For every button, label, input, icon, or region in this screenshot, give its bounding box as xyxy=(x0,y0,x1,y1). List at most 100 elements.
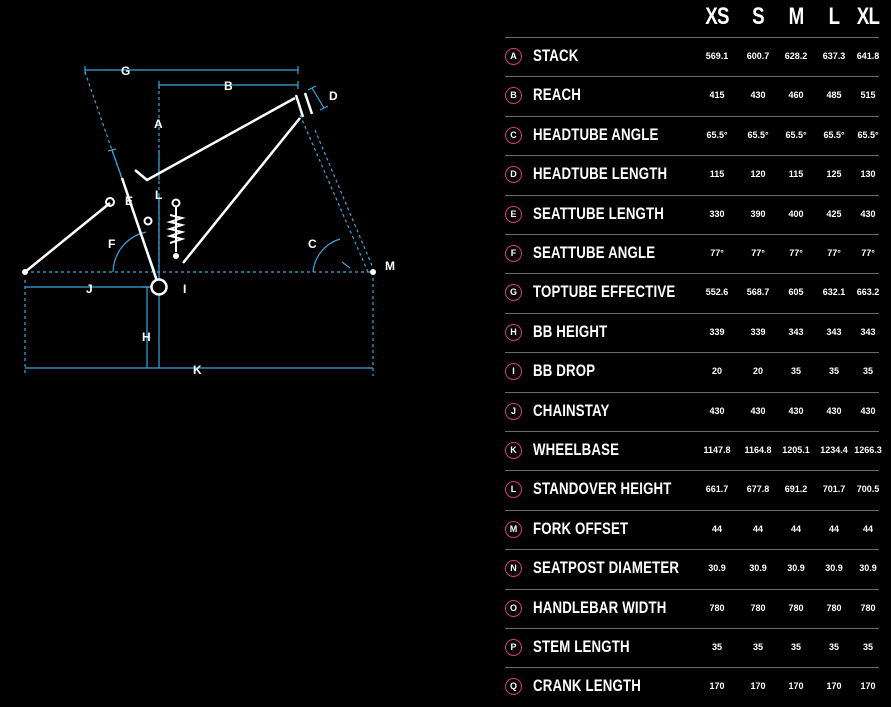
row-value: 677.8 xyxy=(746,484,770,495)
row-value: 460 xyxy=(788,90,804,101)
row-value: 130 xyxy=(860,169,876,180)
diagram-label-m: M xyxy=(385,259,395,273)
row-value: 44 xyxy=(862,523,873,534)
row-value: 77° xyxy=(710,248,724,258)
diagram-label-j: J xyxy=(86,282,93,296)
row-value: 430 xyxy=(826,405,842,416)
row-divider xyxy=(505,588,879,590)
row-value: 115 xyxy=(709,169,725,180)
row-label: STACK xyxy=(533,46,579,65)
row-value: 605 xyxy=(788,287,804,298)
row-letter-badge: H xyxy=(505,323,522,341)
size-header-1: S xyxy=(752,3,764,30)
row-value: 35 xyxy=(711,642,722,652)
row-value: 170 xyxy=(826,681,842,692)
diagram-label-h: H xyxy=(142,330,151,344)
row-value: 35 xyxy=(828,642,839,652)
row-divider xyxy=(505,194,879,196)
diagram-label-g: G xyxy=(121,64,130,78)
diagram-label-k: K xyxy=(193,363,202,377)
row-divider xyxy=(505,391,879,393)
row-label: REACH xyxy=(533,85,581,105)
row-letter-badge: I xyxy=(505,363,522,381)
row-value: 77° xyxy=(789,248,803,258)
row-value: 30.9 xyxy=(708,563,726,574)
row-value: 430 xyxy=(750,90,766,101)
row-letter-badge: D xyxy=(505,166,522,184)
row-value: 20 xyxy=(752,366,763,377)
row-label: CRANK LENGTH xyxy=(533,676,641,696)
row-value: 77° xyxy=(827,248,841,258)
diagram-label-l: L xyxy=(155,188,162,202)
diagram-label-f: F xyxy=(108,237,115,251)
row-label: SEATTUBE ANGLE xyxy=(533,243,656,262)
headtube-dim-line xyxy=(311,87,325,109)
row-value: 35 xyxy=(752,642,763,652)
row-letter-badge: P xyxy=(505,639,522,656)
row-value: 780 xyxy=(750,602,766,613)
row-value: 701.7 xyxy=(822,484,846,495)
row-value: 600.7 xyxy=(746,51,770,61)
row-value: 44 xyxy=(711,523,722,534)
size-header-4: XL xyxy=(856,3,880,30)
row-divider xyxy=(505,509,879,511)
row-label: CHAINSTAY xyxy=(533,400,610,420)
row-value: 780 xyxy=(860,602,876,613)
row-value: 425 xyxy=(826,208,842,219)
row-value: 30.9 xyxy=(859,563,877,574)
row-value: 343 xyxy=(788,326,804,337)
row-value: 35 xyxy=(862,366,873,377)
row-value: 170 xyxy=(750,681,766,692)
row-value: 35 xyxy=(790,366,801,377)
row-value: 115 xyxy=(788,169,804,180)
row-divider xyxy=(505,76,879,78)
row-letter-badge: C xyxy=(505,126,522,144)
row-divider xyxy=(505,549,879,551)
row-divider xyxy=(505,234,879,235)
row-letter-badge: M xyxy=(505,520,522,538)
bottom-bracket xyxy=(150,278,168,296)
row-value: 30.9 xyxy=(825,563,843,574)
row-value: 1234.4 xyxy=(820,445,848,455)
diagram-label-d: D xyxy=(329,89,338,103)
row-value: 430 xyxy=(788,405,804,416)
row-label: BB HEIGHT xyxy=(533,321,608,341)
row-letter-badge: E xyxy=(505,205,522,223)
row-value: 125 xyxy=(826,169,842,180)
row-value: 339 xyxy=(709,326,725,337)
row-value: 65.5° xyxy=(706,129,728,140)
row-value: 35 xyxy=(790,642,801,652)
row-value: 780 xyxy=(826,602,842,613)
row-value: 780 xyxy=(709,602,725,613)
row-value: 641.8 xyxy=(856,51,880,61)
row-value: 343 xyxy=(826,326,842,337)
row-letter-badge: G xyxy=(505,284,522,302)
row-letter-badge: K xyxy=(505,442,522,459)
row-divider xyxy=(505,470,879,472)
rear-shock xyxy=(166,198,186,259)
row-letter-badge: Q xyxy=(505,678,522,696)
row-divider xyxy=(505,352,879,354)
row-value: 44 xyxy=(828,523,839,534)
row-value: 661.7 xyxy=(705,484,729,495)
row-value: 120 xyxy=(750,169,766,180)
row-value: 390 xyxy=(750,208,766,219)
diagram-label-c: C xyxy=(308,237,317,251)
row-letter-badge: N xyxy=(505,560,522,578)
row-value: 44 xyxy=(752,523,763,534)
row-label: WHEELBASE xyxy=(533,440,620,459)
row-value: 430 xyxy=(709,405,725,416)
row-value: 170 xyxy=(860,681,876,692)
row-value: 65.5° xyxy=(823,129,845,140)
row-value: 1205.1 xyxy=(782,445,810,455)
